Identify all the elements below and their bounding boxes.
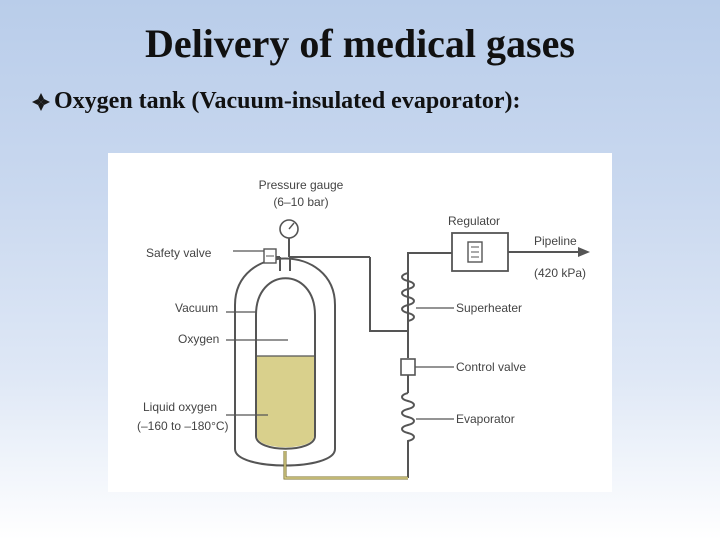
control-valve: [400, 358, 416, 376]
superheater-coil: [401, 263, 415, 333]
diamond-bullet-icon: [32, 92, 50, 111]
oxygen-label: Oxygen: [178, 332, 219, 346]
control-valve-label: Control valve: [456, 360, 526, 374]
safety-valve-label: Safety valve: [146, 246, 212, 260]
evaporator-coil: [401, 392, 415, 478]
pressure-gauge-label: Pressure gauge: [259, 178, 344, 192]
liquid-oxygen-label: Liquid oxygen: [143, 400, 217, 414]
pipeline-label: Pipeline: [534, 234, 577, 248]
regulator-icon: [467, 241, 483, 263]
regulator-label: Regulator: [448, 214, 500, 228]
oxygen-tank-diagram: Pressure gauge (6–10 bar) Safety valve V…: [108, 153, 612, 492]
vacuum-label: Vacuum: [175, 301, 218, 315]
pipeline-pressure-label: (420 kPa): [534, 266, 586, 280]
slide-title: Delivery of medical gases: [145, 21, 575, 66]
diagram-svg: Pressure gauge (6–10 bar) Safety valve V…: [137, 178, 590, 480]
superheater-label: Superheater: [456, 301, 522, 315]
liquid-oxygen-temp-label: (–160 to –180°C): [137, 419, 229, 433]
pressure-gauge-icon: [279, 219, 299, 239]
bullet-text: Oxygen tank (Vacuum-insulated evaporator…: [54, 88, 521, 114]
pressure-gauge-range-label: (6–10 bar): [273, 195, 328, 209]
arrow-right-icon: [578, 247, 590, 257]
liquid-oxygen-fill: [257, 356, 314, 448]
bullet-item: Oxygen tank (Vacuum-insulated evaporator…: [31, 88, 520, 115]
evaporator-label: Evaporator: [456, 412, 515, 426]
